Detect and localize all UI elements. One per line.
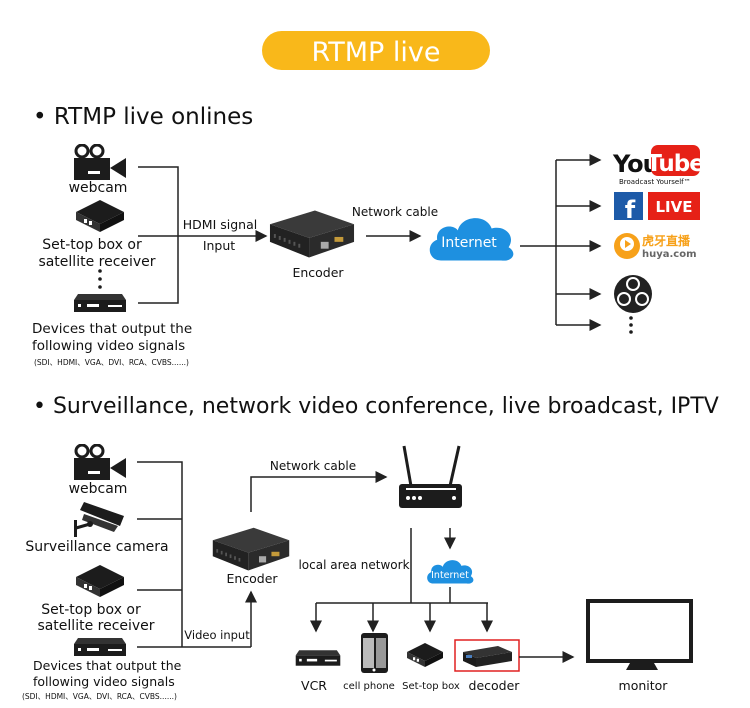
settop-label-2: satellite receiver: [38, 254, 155, 270]
video-input-label: Video input: [184, 628, 250, 642]
network-cable-arrow-2: [250, 471, 388, 512]
settop-output-label: Set-top box: [402, 681, 460, 692]
input-label: Input: [203, 238, 235, 253]
decoder-icon: [463, 646, 512, 667]
huya-logo: 虎牙直播 huya.com: [614, 233, 697, 260]
lan-label: local area network: [298, 558, 409, 572]
monitor-label: monitor: [619, 678, 669, 693]
video-device-icon: [74, 294, 126, 312]
svg-text:虎牙直播: 虎牙直播: [642, 233, 691, 248]
network-cable-label-2: Network cable: [270, 459, 356, 473]
video-device-icon-2: [74, 638, 126, 656]
ellipsis-icon: [98, 269, 102, 289]
platform-fanout-lines: [520, 154, 602, 331]
youtube-logo: You Tube Broadcast Yourself™: [612, 145, 705, 186]
obs-logo: [614, 275, 652, 313]
banner-pill: [262, 31, 490, 70]
facebook-live-logo: f LIVE: [614, 192, 700, 224]
svg-text:huya.com: huya.com: [642, 249, 697, 260]
internet-label: Internet: [441, 235, 497, 251]
devices-label-2b: following video signals: [33, 674, 175, 689]
decoder-highlight-box: [454, 639, 520, 672]
lan-distribution-lines: [310, 528, 493, 633]
svg-text:f: f: [625, 196, 636, 224]
cell-phone-label: cell phone: [343, 681, 395, 692]
router-icon: [399, 445, 462, 508]
signals-label-2: (SDI、HDMI、VGA、DVI、RCA、CVBS......): [22, 692, 177, 701]
set-top-box-icon: [76, 200, 124, 232]
settop-label-1: Set-top box or: [42, 237, 142, 253]
webcam-label-2: webcam: [69, 481, 128, 497]
hdmi-signal-label: HDMI signal: [183, 217, 257, 232]
webcam-label: webcam: [69, 180, 128, 196]
settop-label-2b: satellite receiver: [37, 618, 154, 634]
section1-heading: • RTMP live onlines: [33, 104, 253, 130]
section2-heading: • Surveillance, network video conference…: [33, 394, 719, 419]
signals-label: (SDI、HDMI、VGA、DVI、RCA、CVBS......): [34, 358, 189, 367]
devices-label-1: Devices that output the: [32, 321, 192, 337]
svg-text:LIVE: LIVE: [656, 198, 693, 216]
settop-label-2a: Set-top box or: [41, 602, 141, 618]
set-top-box-icon-2: [76, 565, 124, 597]
internet-label-2: Internet: [431, 570, 469, 581]
cell-phone-icon: [361, 633, 388, 673]
input-connector-lines-2: [137, 461, 257, 648]
devices-label-2: following video signals: [32, 338, 185, 354]
network-cable-label: Network cable: [352, 205, 438, 219]
svg-text:Tube: Tube: [646, 151, 704, 177]
webcam-icon: [72, 144, 128, 180]
input-connector-lines: [138, 166, 268, 304]
encoder-label: Encoder: [292, 265, 344, 280]
set-top-box-output-icon: [407, 643, 443, 667]
surveillance-label: Surveillance camera: [25, 539, 168, 555]
encoder-label-2: Encoder: [226, 571, 278, 586]
surveillance-camera-icon: [74, 502, 124, 537]
svg-text:Broadcast Yourself™: Broadcast Yourself™: [619, 178, 691, 186]
vcr-icon: [295, 650, 341, 666]
webcam-icon-2: [72, 444, 128, 480]
banner-title: RTMP live: [311, 37, 440, 68]
devices-label-2a: Devices that output the: [33, 658, 182, 673]
encoder-icon: [269, 210, 355, 258]
more-platforms-ellipsis-icon: [629, 316, 633, 334]
decoder-label: decoder: [469, 678, 521, 693]
vcr-label: VCR: [301, 678, 327, 693]
encoder-icon-2: [212, 527, 290, 571]
monitor-icon: [586, 599, 693, 670]
